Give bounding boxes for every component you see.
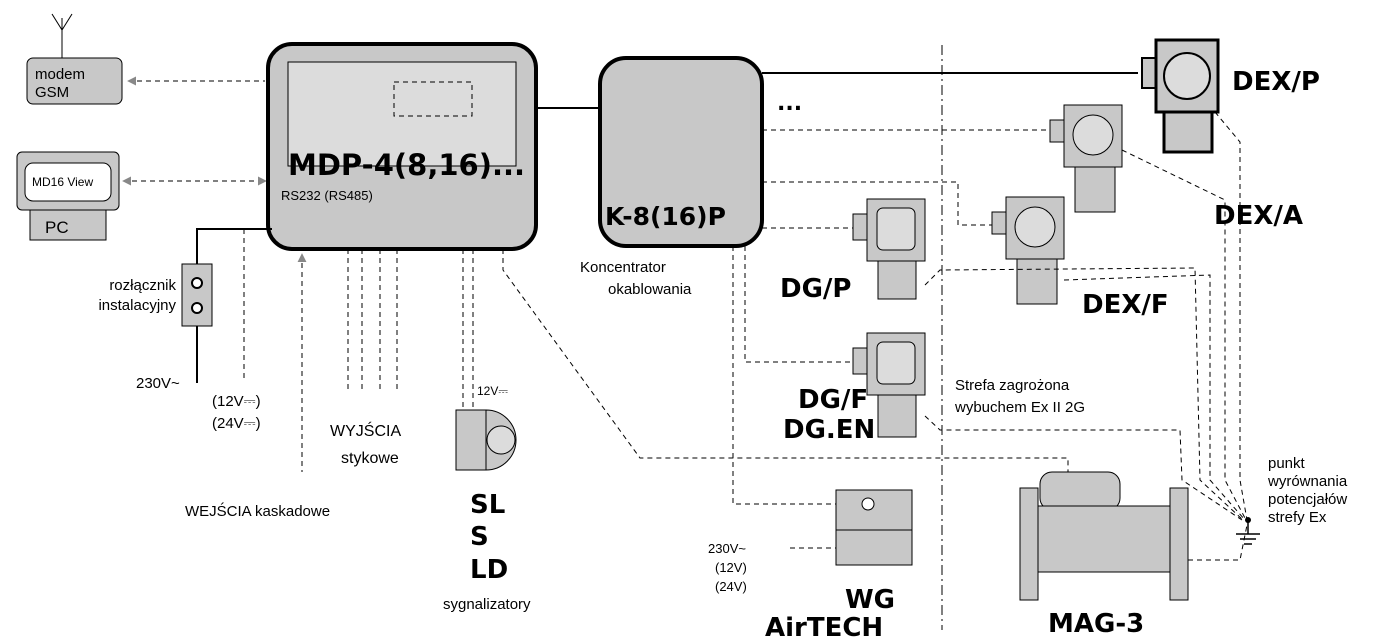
signal-model-3: LD — [470, 555, 508, 585]
dg-en-label: DG.EN — [783, 415, 875, 445]
controller-name: MDP-4(8,16)... — [288, 148, 525, 182]
concentrator-more: ... — [777, 91, 802, 116]
valve-voltage-2: (12V) — [715, 560, 747, 575]
modem-label-2: GSM — [35, 84, 69, 101]
switch-terminal-top — [191, 277, 203, 289]
ground-label-4: strefy Ex — [1268, 509, 1327, 526]
power-alt-1: (12V⎓) — [212, 393, 261, 410]
mag-link — [502, 249, 1069, 472]
zone-label-1: Strefa zagrożona — [955, 377, 1070, 394]
dg-f-detector — [852, 332, 926, 438]
ground-icon — [1236, 517, 1260, 545]
contact-outputs — [347, 249, 398, 392]
concentrator-desc-1: Koncentrator — [580, 259, 666, 276]
valve-unit — [835, 489, 913, 566]
ground-label-1: punkt — [1268, 455, 1306, 472]
valve-voltage-1: 230V~ — [708, 541, 746, 556]
dex-f-detector — [991, 196, 1065, 305]
outputs-label-2: stykowe — [341, 450, 399, 467]
dex-f-label: DEX/F — [1082, 290, 1169, 320]
dg-p-label: DG/P — [780, 274, 851, 304]
concentrator-name: K-8(16)P — [605, 202, 726, 231]
dex-a-label: DEX/A — [1214, 201, 1303, 231]
signal-model-1: SL — [470, 490, 505, 520]
ground-lines — [924, 111, 1249, 561]
antenna-icon — [51, 13, 73, 58]
concentrator-desc-2: okablowania — [608, 281, 692, 298]
siren-icon — [455, 409, 517, 471]
valve-name-2: AirTECH — [765, 613, 883, 638]
controller-display-window — [393, 81, 473, 117]
zone-label-2: wybuchem Ex II 2G — [954, 399, 1085, 416]
dg-f-label: DG/F — [798, 385, 868, 415]
power-alt-2: (24V⎓) — [212, 415, 261, 432]
ground-label-3: potencjałów — [1268, 491, 1347, 508]
mag-label: MAG-3 — [1048, 609, 1144, 638]
dg-f-link — [744, 246, 853, 363]
ground-label-2: wyrównania — [1267, 473, 1348, 490]
modem-label-1: modem — [35, 66, 85, 83]
controller-port: RS232 (RS485) — [281, 188, 373, 203]
dex-p-detector — [1141, 38, 1220, 154]
valve-link — [732, 246, 836, 505]
pc-screen — [24, 162, 112, 202]
dex-f-link — [762, 181, 992, 226]
dex-a-detector — [1049, 104, 1123, 213]
power-main: 230V~ — [136, 375, 180, 392]
switch-label-1: rozłącznik — [109, 277, 176, 294]
valve-voltage-3: (24V) — [715, 579, 747, 594]
signal-label: sygnalizatory — [443, 596, 531, 613]
switch-box — [181, 263, 213, 327]
outputs-label-1: WYJŚCIA — [330, 421, 401, 440]
switch-terminal-bottom — [191, 302, 203, 314]
concentrator-box — [598, 56, 764, 248]
controller-display — [287, 61, 517, 167]
signal-model-2: S — [470, 522, 489, 552]
inputs-label: WEJŚCIA kaskadowe — [185, 502, 330, 520]
valve-name-1: WG — [845, 585, 895, 615]
signal-voltage: 12V⎓ — [477, 384, 508, 398]
pc-screen-label: MD16 View — [32, 175, 93, 189]
switch-label-2: instalacyjny — [98, 297, 176, 314]
pc-base — [29, 209, 107, 241]
dex-p-label: DEX/P — [1232, 67, 1320, 97]
mag-3-unit — [1019, 471, 1189, 601]
pc-label: PC — [45, 218, 69, 237]
power-line — [196, 228, 272, 383]
dg-p-detector — [852, 198, 926, 300]
modem-box — [26, 57, 123, 105]
